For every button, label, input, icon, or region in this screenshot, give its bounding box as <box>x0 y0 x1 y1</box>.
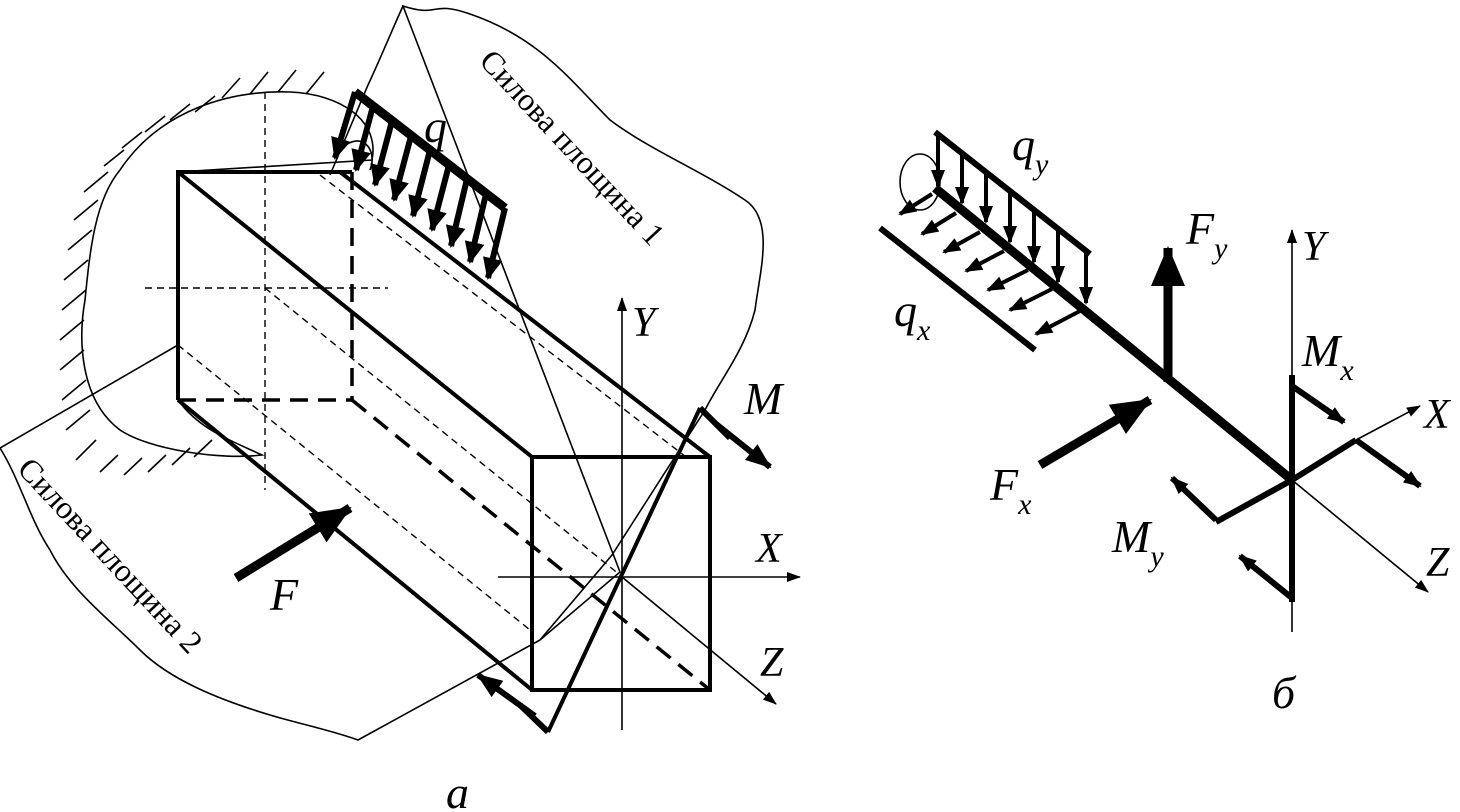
label-axis-x-b: X <box>1422 392 1452 438</box>
label-fx: Fx <box>989 459 1032 521</box>
label-q: q <box>424 101 447 152</box>
axis-z-b <box>1291 479 1429 593</box>
moment-my-arrow-left <box>1169 475 1219 523</box>
label-axis-y-a: Y <box>632 300 660 346</box>
plane1-section-line <box>546 407 702 733</box>
label-qy: qy <box>1012 119 1049 181</box>
label-axis-x-a: X <box>754 526 784 572</box>
panel-a: q F M Y X Z Силова площина 1 Силова площ… <box>0 4 801 812</box>
force-plane-1 <box>401 4 764 641</box>
force-plane-1-edge <box>329 5 404 176</box>
load-qx-arrows <box>898 192 1081 336</box>
axis-x-b-neg <box>1214 477 1294 525</box>
load-q-arrows <box>331 91 508 280</box>
beam-edge-bottom-left <box>176 398 534 692</box>
caption-b: б <box>1272 667 1297 718</box>
load-qy-arrows <box>931 134 1093 305</box>
load-qx-bottom-line <box>878 225 1037 353</box>
caption-a: а <box>446 767 469 812</box>
label-my: My <box>1111 511 1164 573</box>
moment-mx-arrow-bottom <box>1238 553 1294 601</box>
moment-mx-arrow-top <box>1290 383 1346 425</box>
moment-my-arrow-right <box>1354 437 1422 489</box>
centerline-axis <box>264 287 621 576</box>
beam-axis-b <box>932 184 1295 484</box>
label-m: M <box>743 373 785 424</box>
axis-x-b <box>1355 405 1421 441</box>
load-q-hint <box>341 140 373 171</box>
label-axis-z-a: Z <box>760 640 784 686</box>
axis-x-b-thick <box>1290 437 1358 483</box>
load-qy-top-line <box>933 129 1092 257</box>
panel-b: qy qx Fy Fx Mx My Y X Z б <box>878 119 1452 718</box>
plane1-trace <box>319 174 691 461</box>
label-plane-2: Силова площина 2 <box>11 450 210 660</box>
moment-m-arrow-lower <box>476 672 537 719</box>
label-f: F <box>269 569 299 620</box>
force-fx-arrow <box>1037 396 1153 469</box>
beam-edge-top-right <box>338 170 712 459</box>
wall-hatching <box>59 69 325 476</box>
label-qx: qx <box>894 285 931 347</box>
label-axis-z-b: Z <box>1426 540 1450 586</box>
label-axis-y-b: Y <box>1302 224 1330 270</box>
label-fy: Fy <box>1185 203 1228 265</box>
label-mx: Mx <box>1301 325 1354 387</box>
load-end-ellipse <box>899 153 941 211</box>
moment-m-arrow <box>714 421 772 470</box>
axis-z-a <box>621 576 777 705</box>
plane2-trace <box>177 344 531 631</box>
force-plane-2 <box>0 344 541 741</box>
beam-free-end <box>530 455 712 692</box>
force-f-arrow <box>233 504 353 582</box>
beam-edge-top-left <box>176 170 534 459</box>
